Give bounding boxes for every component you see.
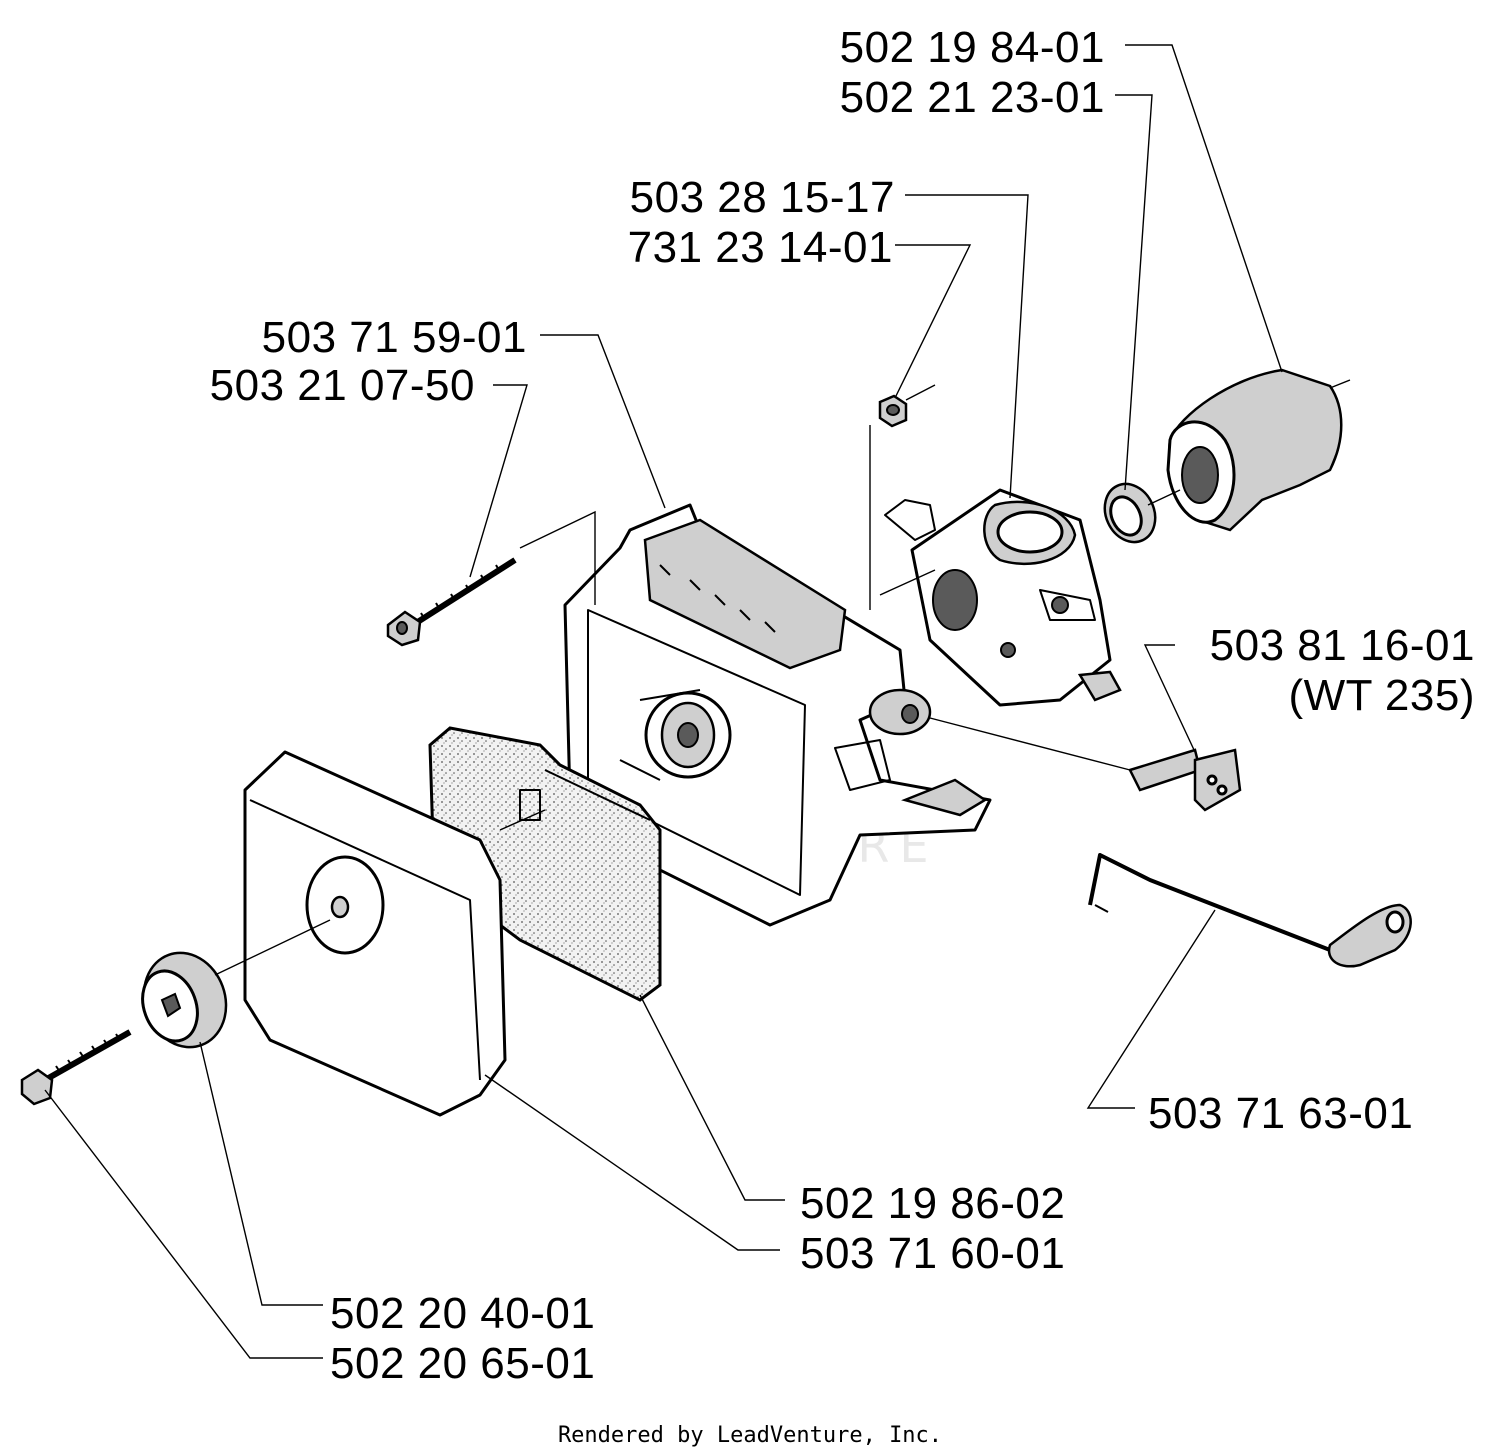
part-label-502-19-84-01: 502 19 84-01	[840, 23, 1105, 72]
part-label-502-21-23-01: 502 21 23-01	[840, 73, 1105, 122]
intake-elbow-part	[1166, 368, 1351, 532]
long-screw-part	[20, 1029, 132, 1106]
carburetor-part	[884, 488, 1122, 707]
assembly-lines	[214, 425, 1181, 976]
leader-lines	[44, 44, 1283, 1359]
gasket-ring-part	[1103, 482, 1157, 544]
part-label-502-20-65-01: 502 20 65-01	[330, 1339, 595, 1388]
part-label-503-28-15-17: 503 28 15-17	[630, 173, 895, 222]
part-label-wt-235-note: (WT 235)	[1288, 671, 1475, 720]
part-label-503-71-59-01: 503 71 59-01	[262, 313, 527, 362]
part-labels: 502 19 84-01 502 21 23-01 503 28 15-17 7…	[210, 23, 1475, 1388]
part-label-503-81-16-01: 503 81 16-01	[1210, 621, 1475, 670]
part-label-731-23-14-01: 731 23 14-01	[628, 223, 893, 272]
part-label-503-71-60-01: 503 71 60-01	[800, 1229, 1065, 1278]
part-label-502-19-86-02: 502 19 86-02	[800, 1179, 1065, 1228]
throttle-rod-part	[1088, 853, 1412, 968]
housing-screw-part	[386, 557, 517, 647]
nut-part	[878, 384, 936, 428]
knob-part	[141, 951, 228, 1049]
part-label-502-20-40-01: 502 20 40-01	[330, 1289, 595, 1338]
part-label-503-21-07-50: 503 21 07-50	[210, 361, 475, 410]
footer-credit: Rendered by LeadVenture, Inc.	[558, 1423, 942, 1448]
filter-cover-part	[243, 750, 507, 1117]
part-label-503-71-63-01: 503 71 63-01	[1148, 1089, 1413, 1138]
bracket-part	[1128, 748, 1242, 812]
